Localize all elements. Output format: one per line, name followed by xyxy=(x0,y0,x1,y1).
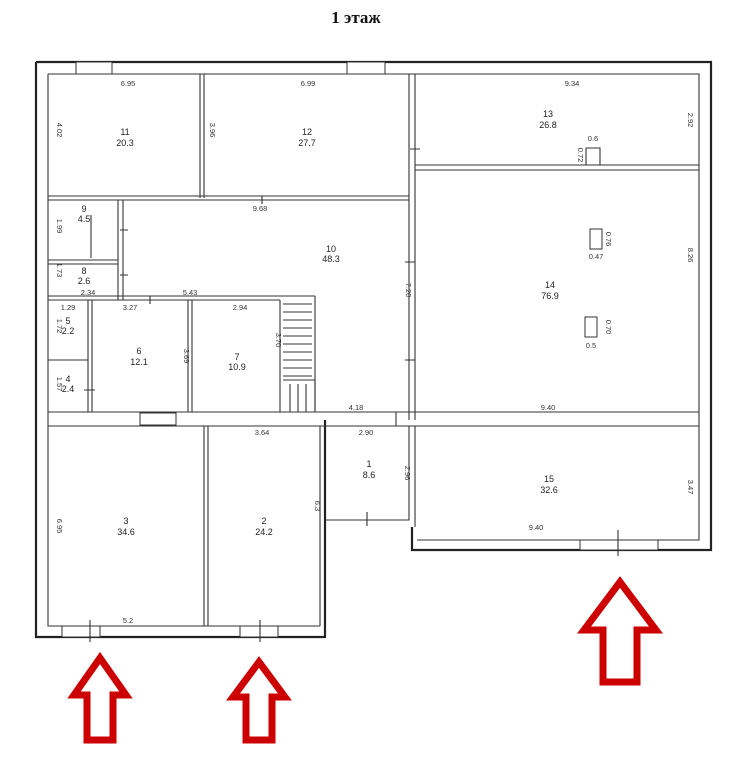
room-number: 9 xyxy=(81,204,86,214)
room-number: 15 xyxy=(544,474,554,484)
room-area: 26.8 xyxy=(539,120,557,130)
dimension: 0.70 xyxy=(604,320,613,335)
dimension: 6.3 xyxy=(313,501,322,511)
dimension-labels: 6.95 6.99 9.34 4.02 3.96 2.92 0.6 0.72 9… xyxy=(55,79,695,625)
room-area: 48.3 xyxy=(322,254,340,264)
dimension: 2.90 xyxy=(359,428,374,437)
floor-title: 1 этаж xyxy=(331,8,381,27)
dimension: 3.70 xyxy=(274,333,283,348)
dimension: 3.64 xyxy=(255,428,270,437)
dimension: 1.99 xyxy=(55,219,64,234)
dimension: 1.57 xyxy=(55,377,64,392)
room-area: 8.6 xyxy=(363,470,376,480)
room-number: 12 xyxy=(302,127,312,137)
room-area: 10.9 xyxy=(228,362,246,372)
dimension: 3.69 xyxy=(182,349,191,364)
dimension: 7.20 xyxy=(404,283,413,298)
entrance-arrow-icon xyxy=(577,576,663,686)
room-area: 32.6 xyxy=(540,485,558,495)
dimension: 3.47 xyxy=(686,480,695,495)
room-area: 76.9 xyxy=(541,291,559,301)
staircase xyxy=(283,303,316,412)
interior-walls xyxy=(48,74,699,626)
dimension: 0.47 xyxy=(589,252,604,261)
entrance-arrow-icon xyxy=(67,651,133,744)
dimension: 2.34 xyxy=(81,288,96,297)
room-number: 10 xyxy=(326,244,336,254)
dimension: 9.40 xyxy=(541,403,556,412)
windows xyxy=(61,61,659,638)
room-number: 3 xyxy=(123,516,128,526)
dimension: 1.29 xyxy=(61,303,76,312)
dimension: 5.2 xyxy=(123,616,133,625)
room-area: 2.2 xyxy=(62,326,75,336)
dimension: 4.02 xyxy=(55,123,64,138)
dimension: 9.40 xyxy=(529,523,544,532)
dimension: 0.5 xyxy=(586,341,596,350)
dimension: 4.18 xyxy=(349,403,364,412)
room-labels: 11 20.3 12 27.7 13 26.8 9 4.5 10 48.3 14… xyxy=(62,109,559,537)
dimension: 2.96 xyxy=(403,466,412,481)
room-number: 14 xyxy=(545,280,555,290)
dimension: 9.68 xyxy=(253,204,268,213)
room-number: 11 xyxy=(120,127,129,137)
dimension: 3.96 xyxy=(208,123,217,138)
room-area: 24.2 xyxy=(255,527,273,537)
room-area: 2.4 xyxy=(62,384,75,394)
room-area: 2.6 xyxy=(78,276,91,286)
dimension: 0.72 xyxy=(576,148,585,163)
dimension: 2.94 xyxy=(233,303,248,312)
entrance-arrow-icon xyxy=(226,656,292,744)
dimension: 6.99 xyxy=(301,79,316,88)
room-number: 7 xyxy=(234,352,239,362)
dimension: 1.73 xyxy=(55,263,64,278)
dimension: 1.72 xyxy=(55,319,64,334)
room-area: 27.7 xyxy=(298,138,316,148)
room-number: 5 xyxy=(65,316,70,326)
room-area: 20.3 xyxy=(116,138,134,148)
dimension: 0.6 xyxy=(588,134,598,143)
room-number: 2 xyxy=(261,516,266,526)
dimension: 8.26 xyxy=(686,248,695,263)
room-number: 1 xyxy=(366,459,371,469)
room-number: 4 xyxy=(65,374,70,384)
room-number: 13 xyxy=(543,109,553,119)
dimension: 6.95 xyxy=(121,79,136,88)
door-marks xyxy=(84,148,619,642)
room-area: 4.5 xyxy=(78,214,91,224)
room-area: 34.6 xyxy=(117,527,135,537)
dimension: 9.34 xyxy=(565,79,580,88)
dimension: 5.43 xyxy=(183,288,198,297)
dimension: 2.92 xyxy=(686,113,695,128)
dimension: 0.76 xyxy=(604,232,613,247)
dimension: 6.95 xyxy=(55,519,64,534)
room-number: 6 xyxy=(136,346,141,356)
entrance-arrows xyxy=(67,576,663,744)
room-number: 8 xyxy=(81,266,86,276)
room-area: 12.1 xyxy=(130,357,148,367)
dimension: 3.27 xyxy=(123,303,138,312)
